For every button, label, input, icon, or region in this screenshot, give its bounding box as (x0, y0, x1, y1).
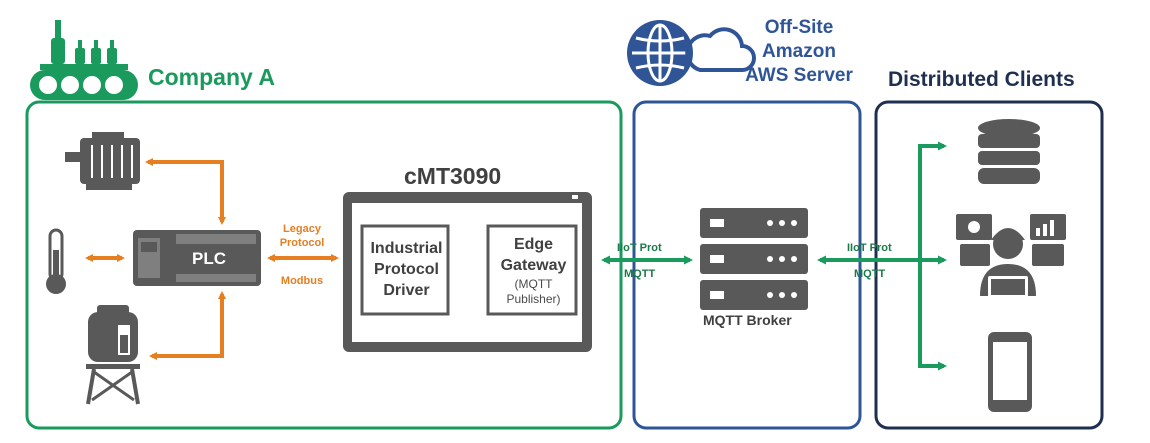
legacy-protocol-label: Legacy Protocol (270, 222, 334, 250)
cloud-icon (685, 27, 756, 72)
company-title: Company A (148, 64, 275, 90)
aws-title: Off-Site Amazon AWS Server (740, 16, 858, 88)
smartphone-icon (988, 332, 1032, 412)
broker-clients-bottom-label: MQTT (854, 268, 886, 280)
legacy-line: Protocol (279, 237, 325, 249)
motor-icon (65, 132, 140, 190)
tank-plc-arrow (149, 291, 226, 360)
tank-tower-icon (86, 305, 140, 405)
motor-plc-arrow (145, 158, 226, 225)
modbus-label: Modbus (280, 275, 324, 287)
broker-label: MQTT Broker (703, 312, 792, 328)
broker-clients-top-label: IIoT Prot (847, 242, 892, 254)
operator-dashboard-icon (956, 214, 1066, 298)
plc-label: PLC (192, 249, 226, 268)
gateway-sub-text: (MQTT Publisher) (488, 277, 579, 307)
driver-line: Protocol (374, 261, 439, 278)
driver-box (360, 224, 450, 316)
plc-icon (133, 230, 261, 286)
hmi-device (343, 192, 592, 352)
driver-line: Industrial (370, 240, 443, 257)
clients-title: Distributed Clients (888, 68, 1075, 91)
conveyor-icon (30, 20, 138, 100)
hmi-broker-bottom-label: MQTT (624, 268, 656, 280)
driver-line: Driver (383, 282, 430, 299)
aws-title-line: AWS Server (745, 65, 853, 86)
database-icon (978, 119, 1040, 184)
hmi-title: cMT3090 (404, 163, 502, 189)
legacy-line: Legacy (283, 223, 321, 235)
gateway-line: Gateway (500, 257, 567, 274)
gateway-line: Edge (513, 236, 554, 253)
green-connectors (601, 141, 947, 371)
aws-title-line: Amazon (762, 41, 836, 62)
aws-title-line: Off-Site (764, 17, 834, 38)
globe-icon (627, 20, 693, 86)
server-icon (700, 208, 808, 310)
gateway-sub-line: Publisher) (506, 292, 561, 306)
thermometer-icon (46, 228, 66, 294)
gateway-sub-line: (MQTT (514, 277, 553, 291)
hmi-broker-top-label: IIoT Prot (617, 242, 662, 254)
gateway-text: Edge Gateway (488, 234, 579, 276)
clients-branch-arrow (918, 141, 947, 371)
gateway-box (486, 224, 578, 316)
driver-text: Industrial Protocol Driver (362, 238, 451, 301)
